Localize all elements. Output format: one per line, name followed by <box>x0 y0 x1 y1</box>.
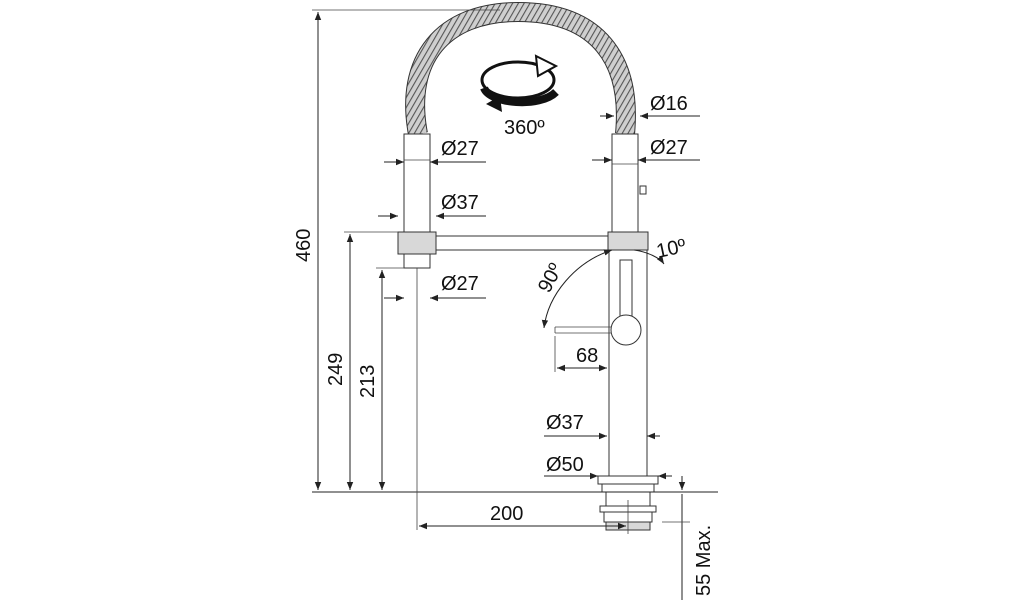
rotation-icon <box>480 54 559 112</box>
label-reach: 200 <box>490 503 523 525</box>
spring-hose <box>405 1 636 136</box>
label-lever-length: 68 <box>576 345 598 367</box>
holder-right <box>607 133 649 251</box>
label-lever-angle-10: 10º <box>654 235 688 263</box>
lever-slot <box>619 259 633 323</box>
label-deck-thickness: 55 Max. <box>693 525 715 596</box>
label-collar-diameter: Ø37 <box>441 192 479 214</box>
label-head-diameter-right: Ø27 <box>650 137 688 159</box>
spray-head-left <box>397 133 437 269</box>
label-nozzle-diameter: Ø27 <box>441 273 479 295</box>
label-height-total: 460 <box>293 229 315 262</box>
label-height-spout: 249 <box>325 353 347 386</box>
label-body-diameter: Ø37 <box>546 412 584 434</box>
swivel-arm <box>435 235 609 251</box>
nozzle-left <box>403 253 431 269</box>
label-hose-diameter: Ø16 <box>650 93 688 115</box>
diameter-dimensions <box>378 112 700 600</box>
lever-knob <box>610 314 642 346</box>
label-height-inlet: 213 <box>357 365 379 398</box>
lever-angle-arcs <box>541 249 665 329</box>
faucet-body <box>554 249 648 477</box>
label-lever-angle-90: 90º <box>534 259 568 296</box>
holder-button <box>639 185 647 195</box>
collar-left <box>397 231 437 255</box>
label-head-diameter-left: Ø27 <box>441 138 479 160</box>
collar-right <box>607 231 649 251</box>
label-base-diameter: Ø50 <box>546 454 584 476</box>
height-dimensions <box>312 9 500 530</box>
label-rotation: 360º <box>504 117 545 139</box>
